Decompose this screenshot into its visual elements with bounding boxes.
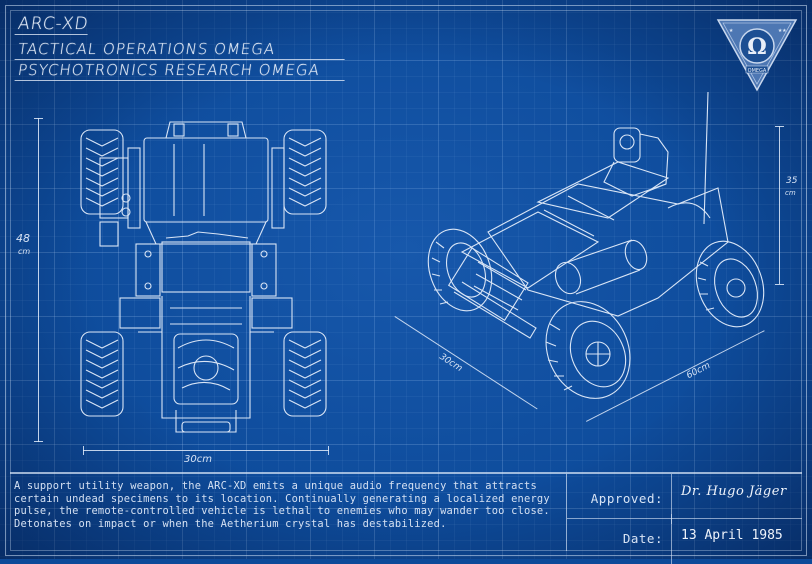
front-right-wheel-icon [283,129,327,215]
omega-emblem-icon: Ω ★ ★★ OMEGA [716,16,798,92]
approval-divider [671,474,672,524]
division-label: TACTICAL OPERATIONS OMEGA [14,39,348,60]
iso-front-right-wheel-icon [545,301,631,399]
top-view-drawing [78,118,334,444]
iso-front-left-wheel-icon [427,228,493,312]
approved-label: Approved: [590,491,663,506]
top-view-height-line [38,118,39,442]
iso-height-value: 35 [786,176,798,186]
approval-block: Approved: Dr. Hugo Jäger Date: 13 April … [566,474,802,564]
approver-signature: Dr. Hugo Jäger [681,484,787,499]
dim-tick [34,118,43,119]
date-row: Date: 13 April 1985 [567,514,802,564]
footer-block: A support utility weapon, the ARC-XD emi… [10,472,802,564]
approved-row: Approved: Dr. Hugo Jäger [567,474,802,524]
svg-text:★★: ★★ [778,26,787,34]
dim-tick [775,126,784,127]
dim-tick [328,446,329,455]
front-left-wheel-icon [80,129,124,215]
svg-text:OMEGA: OMEGA [748,68,767,74]
date-label: Date: [622,531,663,546]
dim-tick [775,284,784,285]
iso-height-line [779,126,780,284]
title-block: ARC-XD TACTICAL OPERATIONS OMEGA PSYCHOT… [14,14,348,81]
date-value: 13 April 1985 [681,528,783,543]
top-view-height-value: 48 [16,232,30,245]
weapon-description: A support utility weapon, the ARC-XD emi… [14,480,550,530]
department-label: PSYCHOTRONICS RESEARCH OMEGA [14,60,348,81]
svg-text:Ω: Ω [747,34,767,60]
dim-tick [34,441,43,442]
top-view-height-unit: cm [18,247,31,256]
top-view-width-line [83,450,329,451]
iso-rear-left-wheel-icon [667,202,711,219]
top-view-width-value: 30cm [184,454,212,465]
iso-rear-right-wheel-icon [695,240,765,328]
rear-left-wheel-icon [80,331,124,417]
outer-frame [5,5,807,556]
date-divider [671,514,672,564]
rear-right-wheel-icon [283,331,327,417]
isometric-view-drawing [418,91,770,414]
inner-frame [10,10,802,551]
svg-text:★: ★ [729,26,734,34]
dim-tick [83,446,84,455]
blueprint-title: ARC-XD [14,14,90,35]
iso-height-unit: cm [785,189,796,197]
